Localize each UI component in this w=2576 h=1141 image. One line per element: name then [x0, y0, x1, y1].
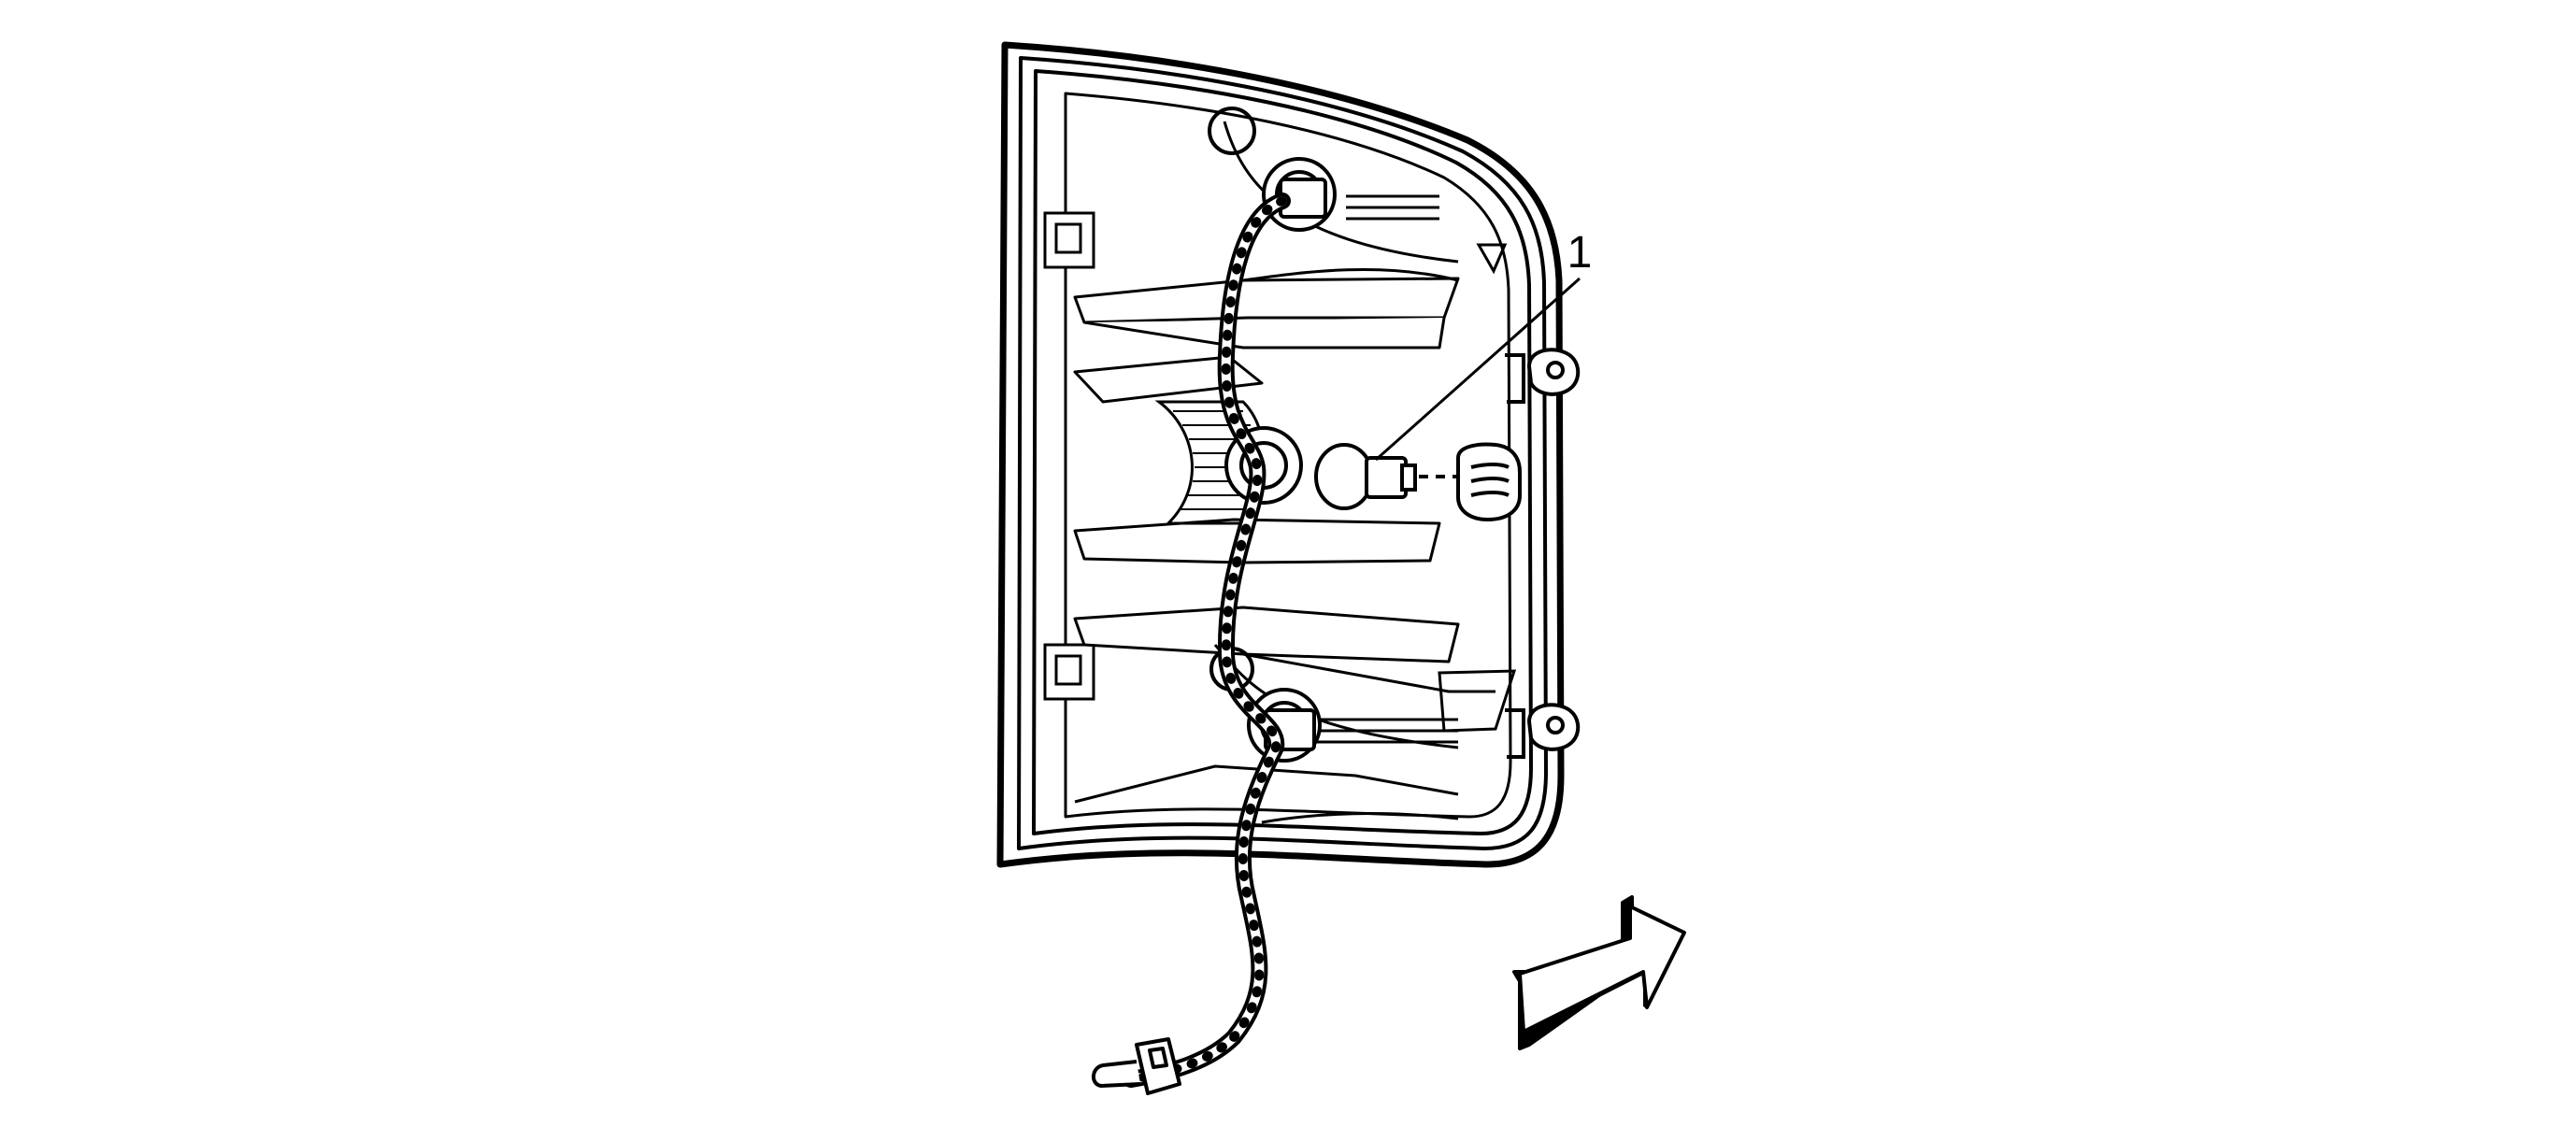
upper-left-clip-inner [1054, 222, 1082, 254]
direction-arrow-icon [1512, 895, 1686, 1050]
harness-tape-wraps [1126, 196, 1287, 1084]
arrow-face [1518, 905, 1686, 1034]
connector-wire-stub [1092, 1060, 1141, 1088]
left-clips [1043, 211, 1095, 701]
lower-stud-bracket [1505, 708, 1525, 759]
rib-middle-upper [1073, 355, 1264, 404]
upper-cavity-wall [1223, 121, 1459, 264]
upper-tab-mark [1476, 243, 1508, 275]
upper-cavity-floor [1242, 267, 1459, 282]
rib-upper-shadow [1083, 317, 1446, 349]
lower-flap [1438, 669, 1517, 733]
housing-outer-edge [996, 41, 1565, 868]
harness-connector [1092, 1037, 1181, 1095]
callout-number: 1 [1567, 228, 1593, 278]
lower-left-clip-inner [1054, 654, 1082, 686]
reflector-ribs [1073, 277, 1496, 804]
lower-left-clip [1043, 643, 1095, 701]
bulb [1314, 443, 1374, 510]
upper-stud-center [1546, 361, 1565, 379]
removed-bulb-assembly [1314, 442, 1522, 522]
lower-stud-center [1546, 716, 1565, 735]
wiring-harness [1123, 193, 1291, 1088]
upper-stud-bracket [1505, 353, 1525, 404]
rib-upper [1073, 277, 1460, 324]
rib-lower [1073, 606, 1460, 663]
bulb-base-tab [1400, 464, 1417, 492]
rib-lower-shadow [1242, 652, 1496, 693]
removed-socket-grip-3 [1470, 491, 1510, 497]
removed-socket-grip-1 [1470, 463, 1510, 469]
upper-mount-hole [1208, 107, 1256, 155]
callout-leader-line [1375, 277, 1581, 462]
removed-socket [1456, 442, 1522, 522]
removed-socket-grip-2 [1470, 477, 1510, 483]
bulb-base [1365, 456, 1408, 499]
rib-middle [1073, 518, 1441, 564]
connector-lock [1148, 1047, 1168, 1069]
lower-floor-curve [1261, 811, 1459, 824]
right-studs [1505, 348, 1581, 759]
callout-1: 1 [1375, 228, 1593, 462]
